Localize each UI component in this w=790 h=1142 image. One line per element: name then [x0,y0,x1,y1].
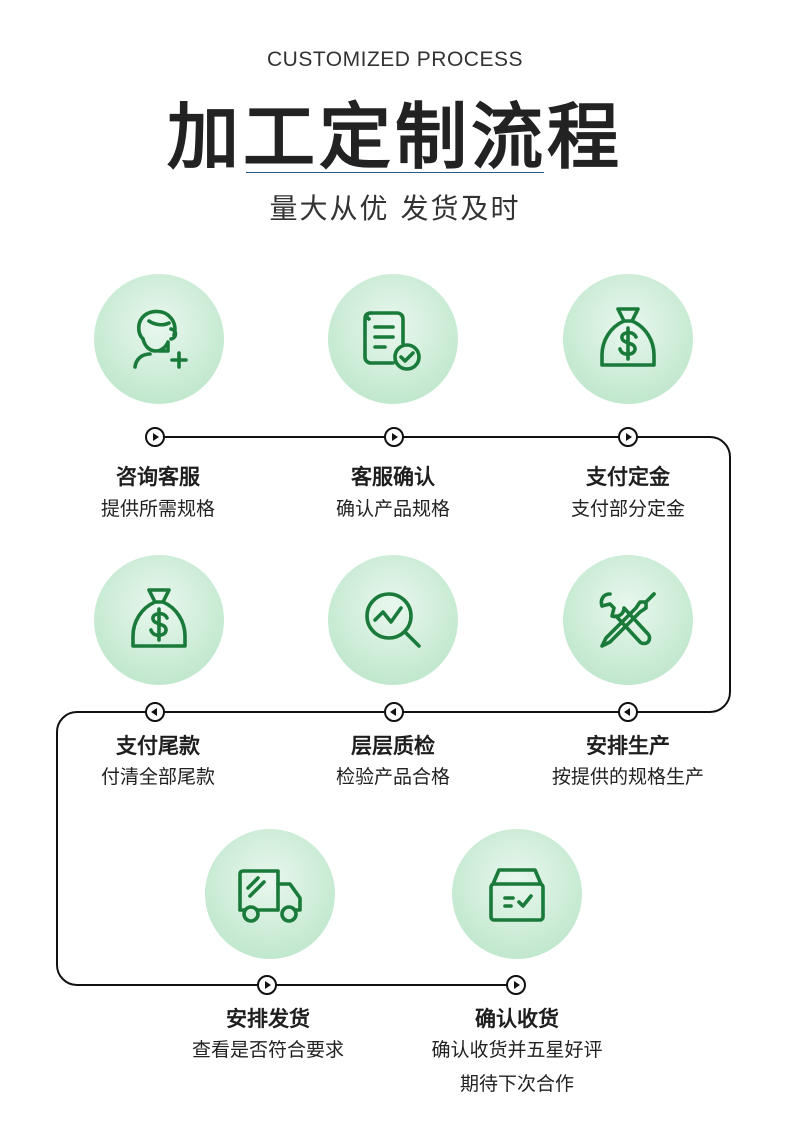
step-2-circle [328,274,458,404]
step-6-marker [145,702,165,722]
step-8-label: 确认收货 [475,1007,559,1031]
step-8-desc-2: 期待下次合作 [459,1073,574,1095]
step-4-label: 安排生产 [586,734,670,758]
step-2-label: 客服确认 [351,465,435,489]
step-6-desc: 付清全部尾款 [100,766,215,788]
step-5-label: 层层质检 [351,734,435,758]
step-5-marker [384,702,404,722]
step-4-circle [563,555,693,685]
step-3-desc: 支付部分定金 [570,498,685,520]
step-5-circle [328,555,458,685]
step-6-circle [94,555,224,685]
step-2-desc: 确认产品规格 [335,498,450,520]
step-8-desc: 确认收货并五星好评 [431,1039,603,1061]
step-1-marker [145,427,165,447]
step-6-label: 支付尾款 [116,734,200,758]
money-bag-icon [600,307,656,367]
step-8-marker [506,975,526,995]
step-1-desc: 提供所需规格 [100,498,215,520]
step-1-circle [94,274,224,404]
tools-icon [599,592,656,648]
step-8-circle [452,829,582,959]
page-title: 加工定制流程 [166,95,623,179]
chart-magnifier-icon [365,592,421,648]
box-check-icon [489,868,545,922]
money-bag-icon [131,588,187,648]
truck-icon [238,869,302,923]
step-2-marker [384,427,404,447]
document-check-icon [363,311,421,371]
step-4-desc: 按提供的规格生产 [551,766,704,788]
step-5-desc: 检验产品合格 [335,766,450,788]
customer-service-icon [133,309,188,369]
step-7-desc: 查看是否符合要求 [191,1039,344,1061]
subtitle-en: CUSTOMIZED PROCESS [267,48,523,71]
step-1-label: 咨询客服 [116,465,200,489]
step-7-label: 安排发货 [226,1007,310,1031]
tagline: 量大从优 发货及时 [269,192,521,225]
step-7-marker [257,975,277,995]
step-3-marker [618,427,638,447]
step-3-label: 支付定金 [586,465,670,489]
step-4-marker [618,702,638,722]
title-divider [246,172,544,173]
step-3-circle [563,274,693,404]
step-7-circle [205,829,335,959]
